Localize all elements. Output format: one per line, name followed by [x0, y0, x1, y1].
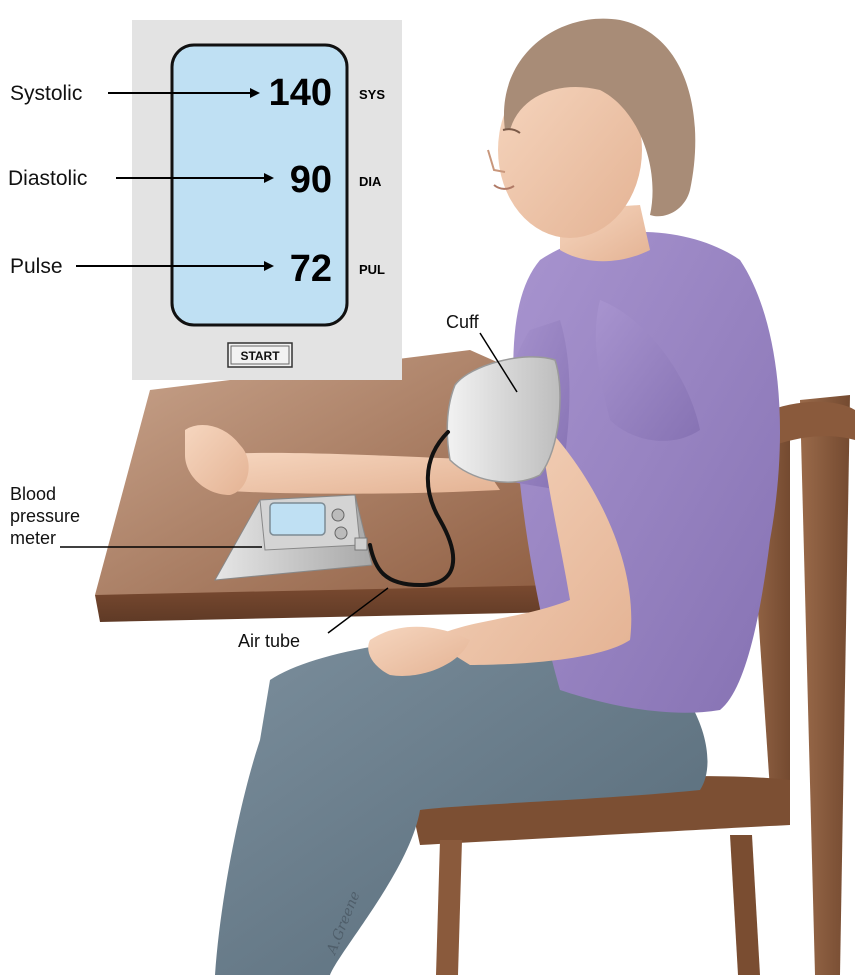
start-button[interactable]: START [228, 343, 292, 367]
cuff-label: Cuff [446, 312, 480, 332]
meter-button-top [332, 509, 344, 521]
start-button-label: START [240, 349, 280, 363]
air-tube-port [355, 538, 367, 550]
diastolic-value: 90 [290, 159, 332, 201]
pulse-value: 72 [290, 248, 332, 290]
pulse-unit: PUL [359, 262, 385, 277]
diastolic-label: Diastolic [8, 167, 87, 190]
meter-button-bottom [335, 527, 347, 539]
pulse-label: Pulse [10, 255, 63, 278]
cuff [447, 357, 560, 482]
systolic-unit: SYS [359, 87, 385, 102]
systolic-label: Systolic [10, 82, 82, 105]
meter-screen [270, 503, 325, 535]
meter-label-line1: Blood [10, 484, 56, 504]
meter-label-line3: meter [10, 528, 56, 548]
diastolic-unit: DIA [359, 174, 382, 189]
systolic-value: 140 [269, 72, 332, 114]
air-tube-label: Air tube [238, 631, 300, 651]
meter-label-line2: pressure [10, 506, 80, 526]
monitor-inset: 140 SYS 90 DIA 72 PUL START [132, 20, 402, 380]
